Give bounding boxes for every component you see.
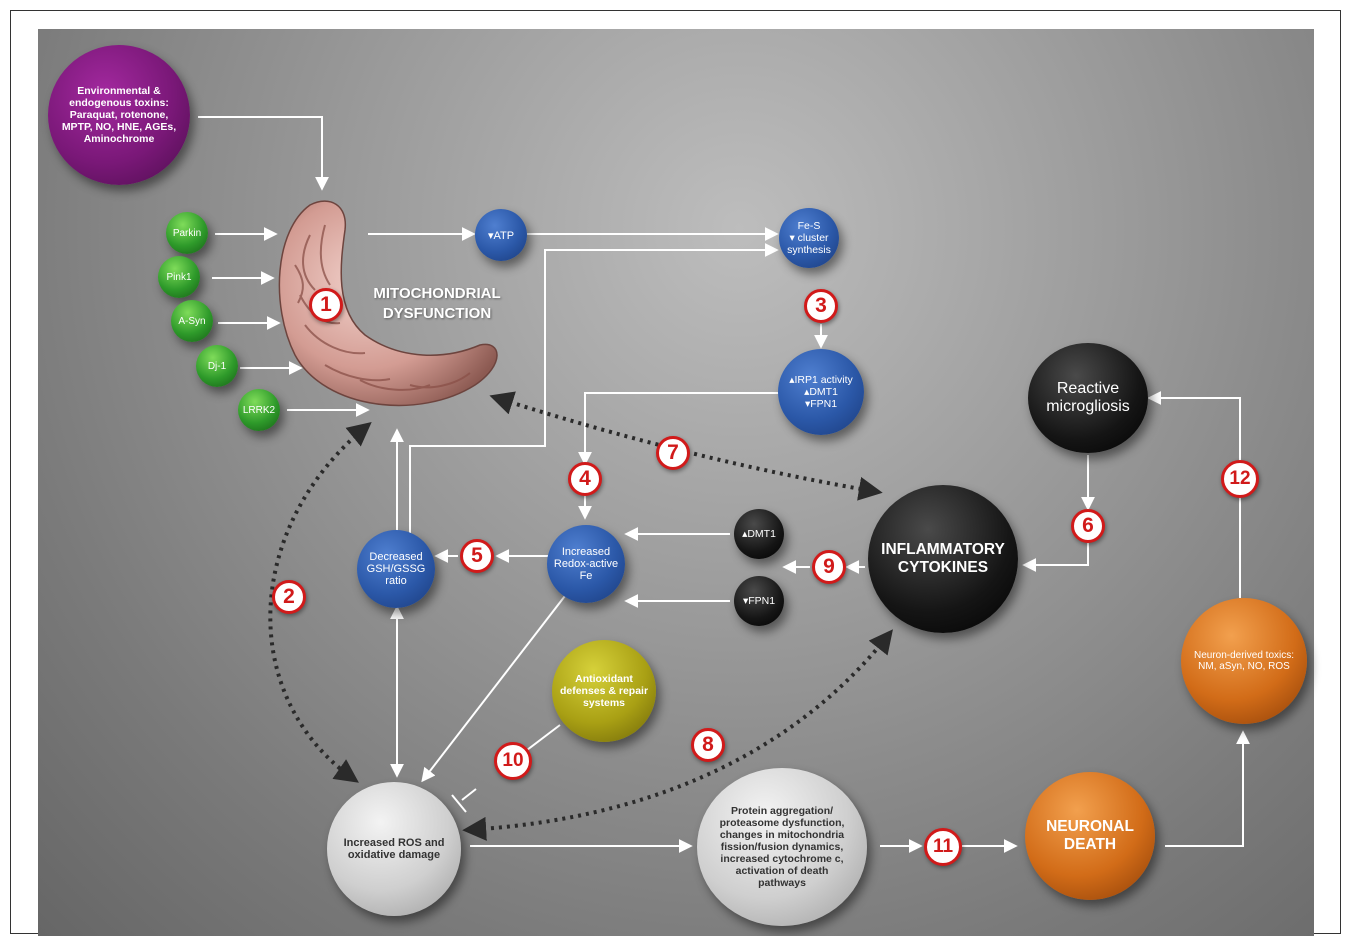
parkin-label: Parkin (172, 227, 202, 239)
badge-1: 1 (309, 288, 343, 322)
cytokines-label: INFLAMMATORY CYTOKINES (881, 541, 1005, 576)
asyn-node: A-Syn (171, 300, 213, 342)
fpn1-label: ▾FPN1 (742, 595, 776, 607)
toxins-node: Environmental & endogenous toxins: Paraq… (48, 45, 190, 185)
redox-fe-node: Increased Redox-active Fe (547, 525, 625, 603)
gsh-node: Decreased GSH/GSSG ratio (357, 530, 435, 608)
neuron-toxics-label: Neuron-derived toxics: NM, aSyn, NO, ROS (1193, 650, 1295, 672)
dotted-arrow-2 (268, 421, 372, 783)
reactive-microgliosis-node: Reactive microgliosis (1028, 343, 1148, 453)
badge-2: 2 (272, 580, 306, 614)
dmt1-node: ▴DMT1 (734, 509, 784, 559)
dj1-node: Dj-1 (196, 345, 238, 387)
lrrk2-node: LRRK2 (238, 389, 280, 431)
badge-8: 8 (691, 728, 725, 762)
badge-5: 5 (460, 539, 494, 573)
pink1-label: Pink1 (166, 271, 192, 283)
fes-node: Fe-S ▾ cluster synthesis (779, 208, 839, 268)
ros-label: Increased ROS and oxidative damage (343, 837, 445, 861)
badge-9: 9 (812, 550, 846, 584)
mito-label: MITOCHONDRIAL DYSFUNCTION (373, 285, 501, 322)
arrow-toxics-reactive (1147, 391, 1241, 598)
badge-6: 6 (1071, 509, 1105, 543)
lrrk2-label: LRRK2 (242, 404, 276, 416)
fes-label: Fe-S ▾ cluster synthesis (787, 220, 831, 256)
fpn1-node: ▾FPN1 (734, 576, 784, 626)
arrow-toxins-mito (198, 116, 329, 191)
asyn-label: A-Syn (178, 315, 206, 327)
badge-4: 4 (568, 462, 602, 496)
atp-label: ▾ATP (487, 229, 515, 242)
toxins-label: Environmental & endogenous toxins: Paraq… (61, 85, 177, 145)
neuronal-death-node: NEURONAL DEATH (1025, 772, 1155, 900)
arrow-death-toxics (1165, 730, 1250, 847)
protein-aggregation-label: Protein aggregation/ proteasome dysfunct… (719, 805, 845, 889)
irp1-label: ▴IRP1 activity ▴DMT1 ▾FPN1 (789, 374, 853, 410)
neuronal-death-label: NEURONAL DEATH (1046, 818, 1134, 853)
badge-10: 10 (494, 742, 532, 780)
dj1-label: Dj-1 (207, 360, 227, 372)
cytokines-node: INFLAMMATORY CYTOKINES (868, 485, 1018, 633)
reactive-label: Reactive microgliosis (1046, 380, 1130, 415)
antioxidant-node: Antioxidant defenses & repair systems (552, 640, 656, 742)
atp-node: ▾ATP (475, 209, 527, 261)
redox-fe-label: Increased Redox-active Fe (553, 546, 619, 582)
protein-aggregation-node: Protein aggregation/ proteasome dysfunct… (697, 768, 867, 926)
badge-12: 12 (1221, 460, 1259, 498)
badge-7: 7 (656, 436, 690, 470)
arrow-6-cyto (1022, 543, 1089, 572)
ros-node: Increased ROS and oxidative damage (327, 782, 461, 916)
badge-3: 3 (804, 289, 838, 323)
antioxidant-label: Antioxidant defenses & repair systems (559, 673, 649, 709)
irp1-node: ▴IRP1 activity ▴DMT1 ▾FPN1 (778, 349, 864, 435)
pink1-node: Pink1 (158, 256, 200, 298)
badge-11: 11 (924, 828, 962, 866)
neuron-toxics-node: Neuron-derived toxics: NM, aSyn, NO, ROS (1181, 598, 1307, 724)
gsh-label: Decreased GSH/GSSG ratio (366, 551, 426, 587)
dmt1-label: ▴DMT1 (742, 528, 776, 540)
parkin-node: Parkin (166, 212, 208, 254)
